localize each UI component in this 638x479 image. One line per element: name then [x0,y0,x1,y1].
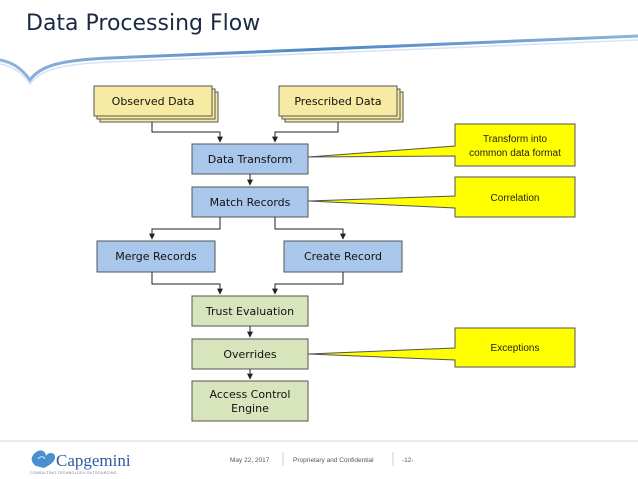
brand-name: Capgemini [56,451,131,470]
node-access-label-line2: Engine [231,402,269,415]
footer-page-number: -12- [402,457,414,464]
node-overrides-label: Overrides [223,348,277,361]
callout-transform: Transform into common data format [307,123,576,167]
node-overrides: Overrides [191,338,309,370]
arrow-prescribed-to-transform [272,122,339,143]
callout-exceptions-label: Exceptions [491,343,540,354]
node-create-label: Create Record [304,250,382,263]
connectors [149,122,346,380]
node-match-label: Match Records [210,196,291,209]
node-prescribed-data: Prescribed Data [278,85,404,123]
brand-tagline: CONSULTING.TECHNOLOGY.OUTSOURCING [30,471,117,475]
node-merge-label: Merge Records [115,250,197,263]
spade-icon [31,450,56,468]
node-access-label-line1: Access Control [210,388,291,401]
header-curve [0,34,638,83]
header-curve-highlight [0,39,638,86]
arrow-match-to-create [274,217,346,240]
node-observed-label: Observed Data [112,95,195,108]
footer-date: May 22, 2017 [230,457,270,464]
arrow-observed-to-transform [151,122,223,143]
capgemini-logo: Capgemini CONSULTING.TECHNOLOGY.OUTSOURC… [30,450,131,475]
node-trust-evaluation: Trust Evaluation [191,295,309,327]
node-data-transform: Data Transform [191,143,309,175]
callout-transform-line1: Transform into [483,134,548,145]
node-transform-label: Data Transform [208,153,292,166]
arrow-merge-to-trust [151,272,223,295]
node-trust-label: Trust Evaluation [205,305,294,318]
node-merge-records: Merge Records [96,240,216,273]
node-observed-data: Observed Data [93,85,219,123]
arrow-match-to-merge [149,217,221,240]
arrow-create-to-trust [272,272,344,295]
callout-exceptions: Exceptions [307,327,576,368]
node-access-control-engine: Access Control Engine [191,380,309,422]
footer-confidential: Proprietary and Confidential [293,457,374,464]
node-create-record: Create Record [283,240,403,273]
page-title: Data Processing Flow [26,11,260,36]
node-match-records: Match Records [191,186,309,218]
callout-correlation: Correlation [307,176,576,218]
callout-transform-line2: common data format [469,148,561,159]
node-prescribed-label: Prescribed Data [294,95,381,108]
callout-correlation-label: Correlation [491,193,540,204]
